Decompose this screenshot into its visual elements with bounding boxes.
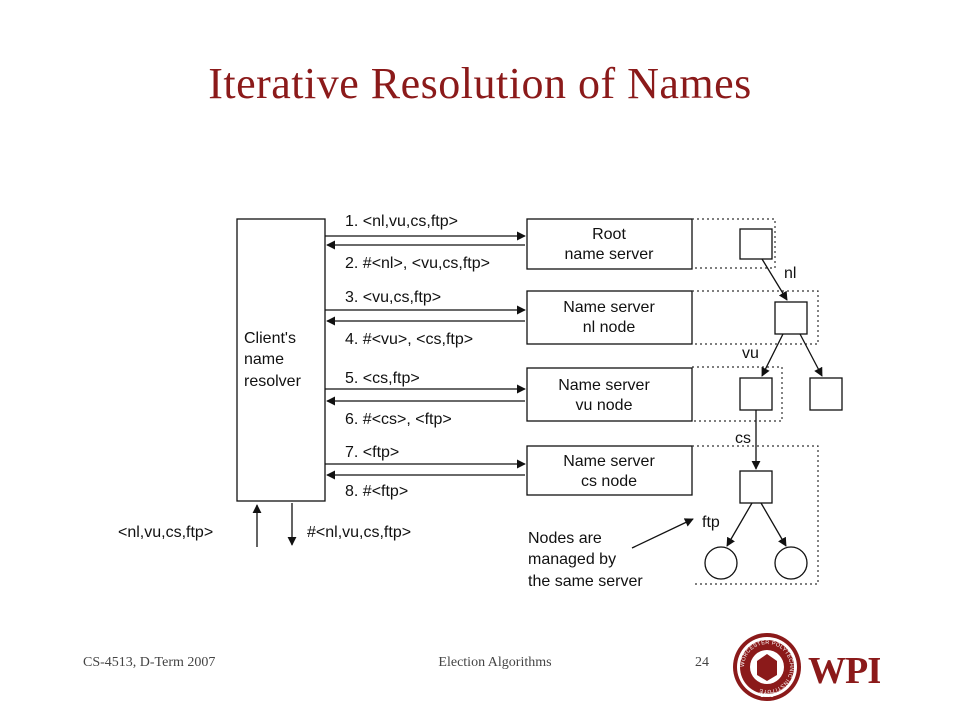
tree-node-nl-sibling — [809, 377, 843, 411]
wpi-wordmark: WPI — [808, 650, 880, 692]
note-line-3: the same server — [528, 573, 643, 590]
client-label-line-2: name — [244, 351, 284, 368]
vu-server-line-1: Name server — [558, 377, 650, 394]
footer-topic: Election Algorithms — [438, 655, 552, 670]
request-label: <nl,vu,cs,ftp> — [118, 524, 213, 541]
message-label-6: 6. #<cs>, <ftp> — [345, 411, 452, 428]
tree-node-nl — [774, 301, 808, 335]
client-label-line-3: resolver — [244, 373, 302, 390]
root-server-box — [526, 218, 693, 270]
tree-edge-nl-vu — [761, 333, 784, 377]
message-label-5: 5. <cs,ftp> — [345, 370, 420, 387]
tree-leaf-sibling — [774, 546, 808, 580]
tree-label-nl: nl — [784, 265, 796, 282]
cs-server-line-1: Name server — [563, 453, 655, 470]
cs-zone-region — [692, 445, 819, 585]
response-label: #<nl,vu,cs,ftp> — [307, 524, 411, 541]
nl-server-line-1: Name server — [563, 299, 655, 316]
tree-leaf-ftp — [704, 546, 738, 580]
slide-title: Iterative Resolution of Names — [208, 59, 752, 108]
tree-edge-cs-ftp — [726, 502, 753, 547]
wpi-seal: WORCESTER POLYTECHNIC INSTITUTE 1865 — [733, 633, 801, 701]
root-server-line-2: name server — [565, 246, 655, 263]
message-label-3: 3. <vu,cs,ftp> — [345, 289, 441, 306]
tree-edge-root-nl — [761, 258, 788, 301]
tree-edge-cs-sibling — [760, 502, 787, 547]
client-resolver-box — [236, 218, 326, 502]
seal-year: 1865 — [760, 693, 774, 699]
message-label-7: 7. <ftp> — [345, 444, 399, 461]
tree-node-root — [739, 228, 773, 260]
nl-server-line-2: nl node — [583, 319, 636, 336]
message-label-8: 8. #<ftp> — [345, 483, 408, 500]
nl-zone-region — [692, 290, 819, 345]
cs-server-line-2: cs node — [581, 473, 637, 490]
tree-node-vu — [739, 377, 773, 411]
vu-server-line-2: vu node — [576, 397, 633, 414]
footer-page-number: 24 — [695, 655, 709, 670]
cs-server-box — [526, 445, 693, 496]
nl-server-box — [526, 290, 693, 345]
note-line-2: managed by — [528, 551, 616, 568]
note-line-1: Nodes are — [528, 530, 602, 547]
message-label-4: 4. #<vu>, <cs,ftp> — [345, 331, 473, 348]
tree-label-vu: vu — [742, 345, 759, 362]
vu-server-box — [526, 367, 693, 422]
tree-label-ftp: ftp — [702, 514, 720, 531]
root-zone-region — [692, 218, 776, 269]
footer-course: CS-4513, D-Term 2007 — [83, 655, 216, 670]
wpi-logo: WORCESTER POLYTECHNIC INSTITUTE 1865 WPI — [733, 633, 880, 701]
vu-zone-region — [692, 366, 783, 422]
message-label-2: 2. #<nl>, <vu,cs,ftp> — [345, 255, 490, 272]
client-label-line-1: Client's — [244, 330, 296, 347]
tree-node-cs — [739, 470, 773, 504]
root-server-line-1: Root — [592, 226, 626, 243]
note-pointer-arrow — [631, 518, 694, 549]
message-label-1: 1. <nl,vu,cs,ftp> — [345, 213, 458, 230]
tree-label-cs: cs — [735, 430, 751, 447]
tree-edge-nl-sibling — [799, 333, 823, 377]
